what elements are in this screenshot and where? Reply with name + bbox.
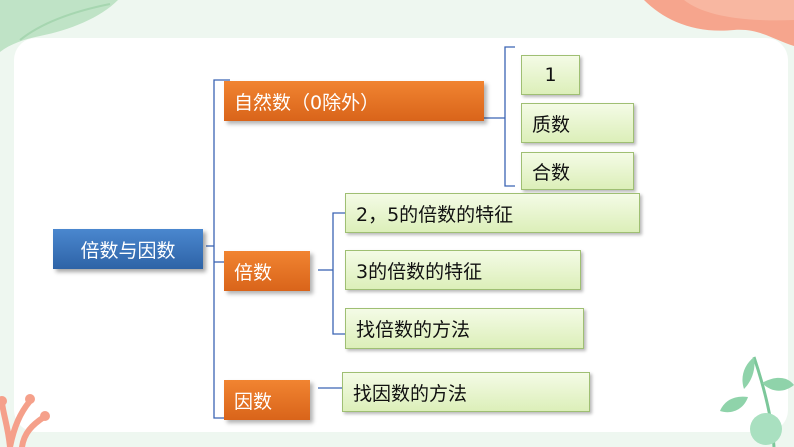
root-node: 倍数与因数: [53, 229, 203, 269]
leaf-composite: 合数: [521, 152, 634, 190]
leaf-multiples-of-2-5: 2，5的倍数的特征: [345, 193, 640, 233]
branch-multiples: 倍数: [224, 251, 310, 291]
leaf-one: 1: [521, 55, 580, 95]
leaf-prime: 质数: [521, 103, 634, 143]
palm-leaf-decoration: [720, 356, 794, 447]
coral-plant-decoration: [0, 394, 50, 447]
coral-shape-decoration: [644, 0, 794, 46]
branch-natural-numbers: 自然数（0除外）: [224, 81, 484, 121]
leaf-decoration: [0, 0, 118, 52]
leaf-find-multiples: 找倍数的方法: [345, 308, 584, 349]
leaf-find-factors: 找因数的方法: [342, 372, 590, 412]
branch-factors: 因数: [224, 380, 310, 420]
leaf-multiples-of-3: 3的倍数的特征: [345, 250, 581, 290]
